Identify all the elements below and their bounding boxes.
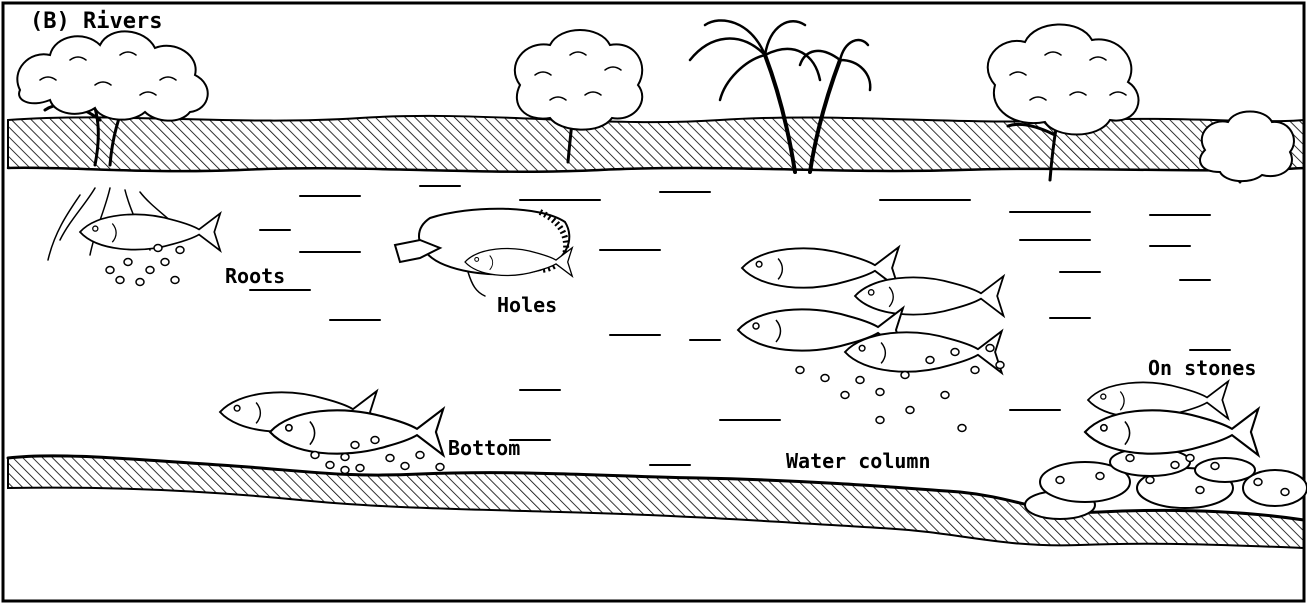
bush-right (1200, 112, 1294, 183)
label-on-stones: On stones (1148, 356, 1256, 380)
label-holes: Holes (497, 293, 557, 317)
label-water-column: Water column (786, 449, 931, 473)
stones-habitat (1025, 381, 1307, 519)
far-riverbank (8, 116, 1304, 172)
diagram-title: (B) Rivers (30, 9, 162, 34)
roots-habitat (48, 188, 220, 286)
holes-habitat (395, 209, 572, 296)
bottom-habitat (220, 391, 444, 473)
water-column-habitat (738, 247, 1004, 431)
label-bottom: Bottom (448, 436, 520, 460)
label-roots: Roots (225, 264, 285, 288)
